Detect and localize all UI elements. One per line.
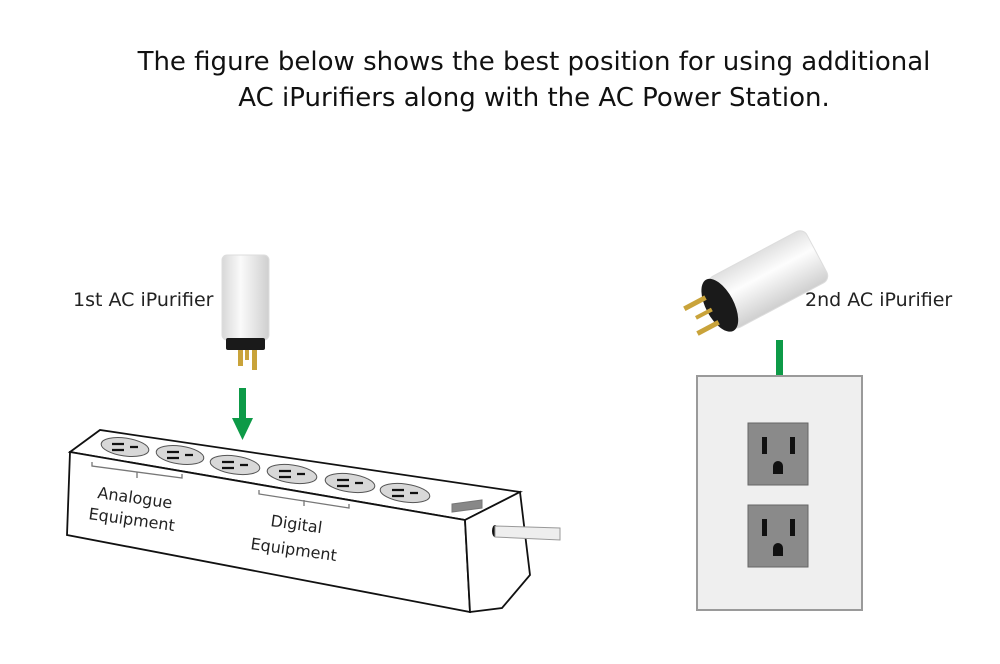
first-purifier-device <box>221 254 270 370</box>
wall-outlet-plate <box>696 375 863 611</box>
first-purifier-label: 1st AC iPurifier <box>73 289 214 311</box>
outlet-slots <box>112 442 418 498</box>
wall-outlet-top <box>747 422 809 486</box>
title-line-2: AC iPurifiers along with the AC Power St… <box>238 83 830 113</box>
second-purifier-device <box>683 230 829 336</box>
figure-title: The figure below shows the best position… <box>0 44 1000 116</box>
strip-outlets <box>100 436 431 504</box>
switch <box>451 499 483 513</box>
wall-outlet-bottom <box>747 504 809 568</box>
title-line-1: The figure below shows the best position… <box>137 47 931 77</box>
second-purifier-label: 2nd AC iPurifier <box>805 289 952 311</box>
arrow-down-icon <box>232 388 253 440</box>
power-strip <box>66 429 561 614</box>
